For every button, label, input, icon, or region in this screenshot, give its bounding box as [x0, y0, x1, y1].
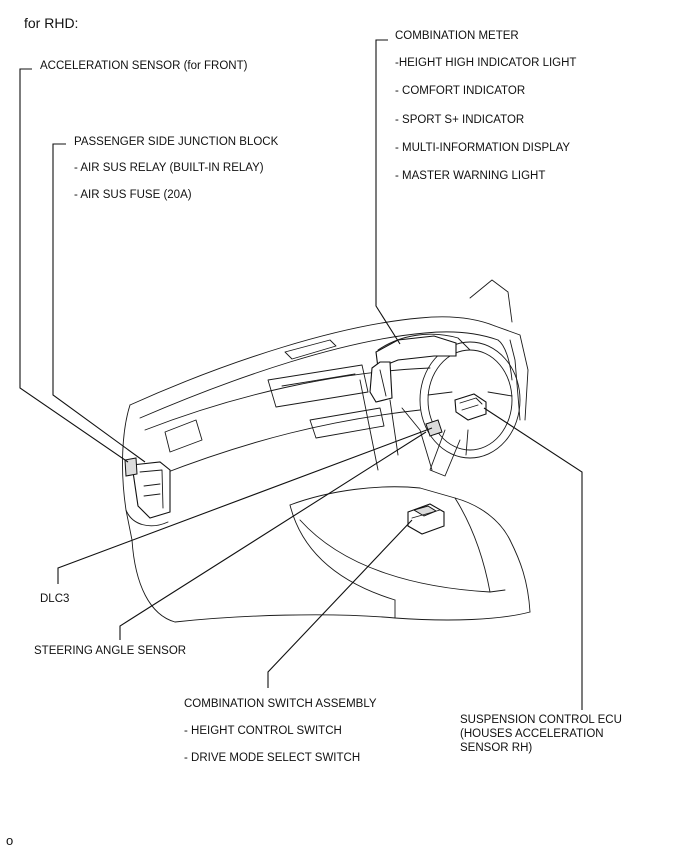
- label-sport-indicator: - SPORT S+ INDICATOR: [395, 114, 525, 126]
- leader-steering-angle-sensor: [119, 431, 427, 640]
- leader-lines: [19, 39, 583, 710]
- dashboard-outline: [122, 279, 531, 623]
- label-combination-switch: COMBINATION SWITCH ASSEMBLY: [184, 698, 377, 710]
- leader-suspension-ecu: [483, 407, 583, 710]
- label-steering-angle-sensor: STEERING ANGLE SENSOR: [34, 645, 187, 657]
- label-passenger-junction-block: PASSENGER SIDE JUNCTION BLOCK: [74, 136, 279, 148]
- label-air-sus-relay: - AIR SUS RELAY (BUILT-IN RELAY): [74, 162, 264, 174]
- label-multi-information-display: - MULTI-INFORMATION DISPLAY: [395, 142, 571, 154]
- leader-junction-block: [52, 143, 146, 463]
- label-suspension-control-ecu: SUSPENSION CONTROL ECU (HOUSES ACCELERAT…: [460, 714, 622, 754]
- figure-code: o: [6, 833, 14, 848]
- label-master-warning-light: - MASTER WARNING LIGHT: [395, 170, 546, 182]
- passenger-junction-block-part: [124, 457, 171, 519]
- leader-dlc3: [57, 427, 433, 584]
- combination-switch-part: [407, 503, 445, 535]
- leader-combination-switch: [267, 519, 413, 688]
- combination-meter-part: [369, 335, 457, 403]
- leader-combination-meter: [375, 39, 401, 345]
- variant-heading: for RHD:: [24, 15, 79, 31]
- label-air-sus-fuse: - AIR SUS FUSE (20A): [74, 189, 192, 201]
- component-parts: [124, 335, 487, 535]
- label-combination-meter: COMBINATION METER: [395, 30, 519, 42]
- label-comfort-indicator: - COMFORT INDICATOR: [395, 85, 526, 97]
- suspension-ecu-part: [454, 393, 487, 421]
- leader-acceleration-sensor: [19, 68, 129, 463]
- label-acceleration-sensor: ACCELERATION SENSOR (for FRONT): [40, 60, 248, 72]
- label-dlc3: DLC3: [40, 593, 70, 605]
- steering-angle-sensor-part: [425, 419, 443, 437]
- label-height-high-indicator: -HEIGHT HIGH INDICATOR LIGHT: [395, 57, 577, 69]
- label-height-control-switch: - HEIGHT CONTROL SWITCH: [184, 725, 342, 737]
- label-drive-mode-select-switch: - DRIVE MODE SELECT SWITCH: [184, 752, 361, 764]
